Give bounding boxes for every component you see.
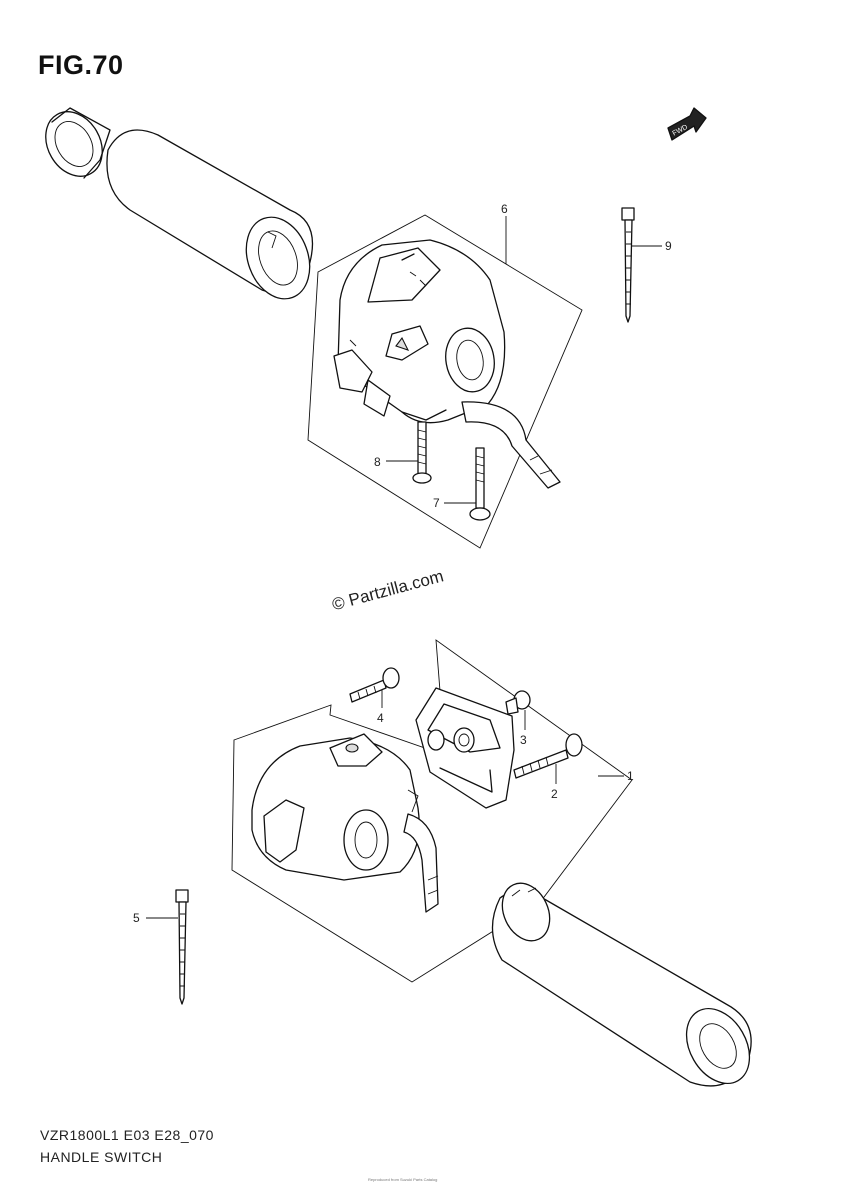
screw-4 bbox=[349, 667, 400, 703]
left-grip-rubber bbox=[106, 129, 314, 300]
right-grip-throttle bbox=[491, 882, 752, 1087]
callout-8: 8 bbox=[374, 455, 418, 469]
callout-5: 5 bbox=[133, 911, 178, 925]
right-handle-switch-housing bbox=[333, 239, 506, 424]
callout-label-7: 7 bbox=[433, 496, 440, 510]
callout-label-5: 5 bbox=[133, 911, 140, 925]
callout-label-8: 8 bbox=[374, 455, 381, 469]
copyright-note: Reproduced from Suzuki Parts Catalog bbox=[368, 1177, 438, 1182]
callout-7: 7 bbox=[433, 496, 476, 510]
callout-label-3: 3 bbox=[520, 733, 527, 747]
figure-title: FIG.70 bbox=[38, 50, 124, 80]
switch-cable bbox=[461, 401, 561, 489]
screw-3 bbox=[505, 690, 531, 715]
callout-6: 6 bbox=[501, 202, 508, 264]
callout-label-1: 1 bbox=[627, 769, 634, 783]
callout-label-6: 6 bbox=[501, 202, 508, 216]
left-handle-switch-housing bbox=[251, 733, 420, 881]
left-switch-group-frame bbox=[231, 639, 633, 983]
grip-end-ring bbox=[45, 107, 111, 179]
callout-9: 9 bbox=[632, 239, 672, 253]
diagram-name: HANDLE SWITCH bbox=[40, 1149, 163, 1165]
callout-4: 4 bbox=[377, 690, 384, 725]
callout-1: 1 bbox=[598, 769, 634, 783]
callout-2: 2 bbox=[551, 764, 558, 801]
screw-7 bbox=[469, 447, 491, 521]
fwd-direction-icon: FWD bbox=[667, 107, 707, 141]
cable-tie-5 bbox=[175, 889, 189, 1005]
left-switch-cable bbox=[403, 813, 439, 913]
model-code: VZR1800L1 E03 E28_070 bbox=[40, 1127, 214, 1143]
screw-8 bbox=[412, 421, 432, 484]
callout-3: 3 bbox=[520, 710, 527, 747]
right-switch-group-frame bbox=[307, 214, 583, 549]
cable-tie-9 bbox=[621, 207, 635, 323]
mounting-bracket bbox=[415, 687, 515, 809]
screw-2 bbox=[513, 733, 583, 779]
callout-label-2: 2 bbox=[551, 787, 558, 801]
callout-label-4: 4 bbox=[377, 711, 384, 725]
callout-label-9: 9 bbox=[665, 239, 672, 253]
left-grip-assembly bbox=[45, 107, 314, 300]
